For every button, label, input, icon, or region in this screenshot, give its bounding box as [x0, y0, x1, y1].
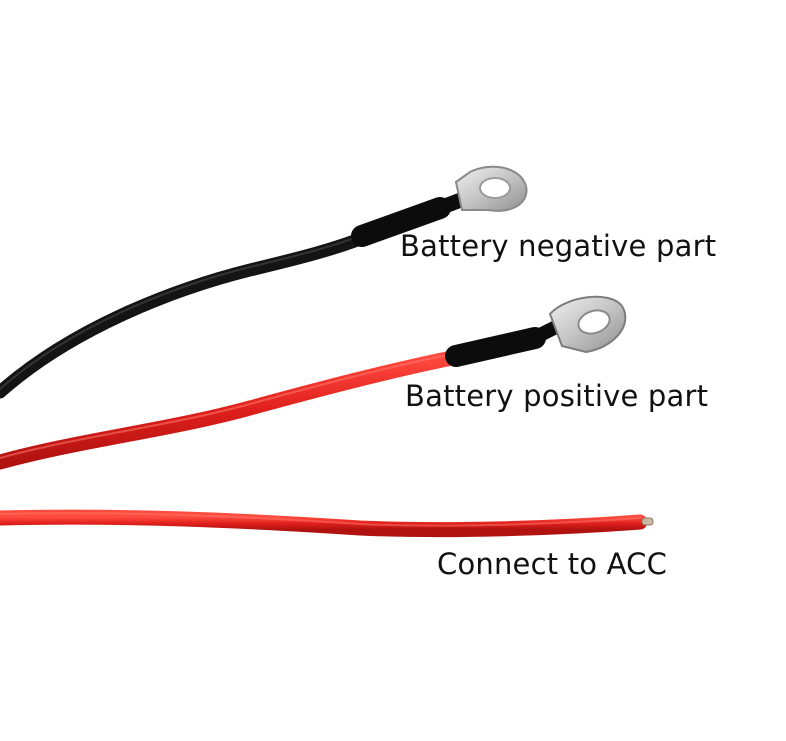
- acc-copper-tip: [641, 517, 654, 526]
- positive-wire: [0, 348, 470, 470]
- negative-wire: [0, 227, 379, 399]
- label-battery-positive: Battery positive part: [405, 379, 709, 413]
- negative-ring-terminal: [454, 165, 528, 212]
- label-connect-acc: Connect to ACC: [437, 547, 668, 581]
- label-battery-negative: Battery negative part: [400, 229, 717, 263]
- positive-heat-shrink: [445, 319, 565, 367]
- positive-ring-terminal: [548, 295, 627, 354]
- acc-wire: [0, 509, 648, 538]
